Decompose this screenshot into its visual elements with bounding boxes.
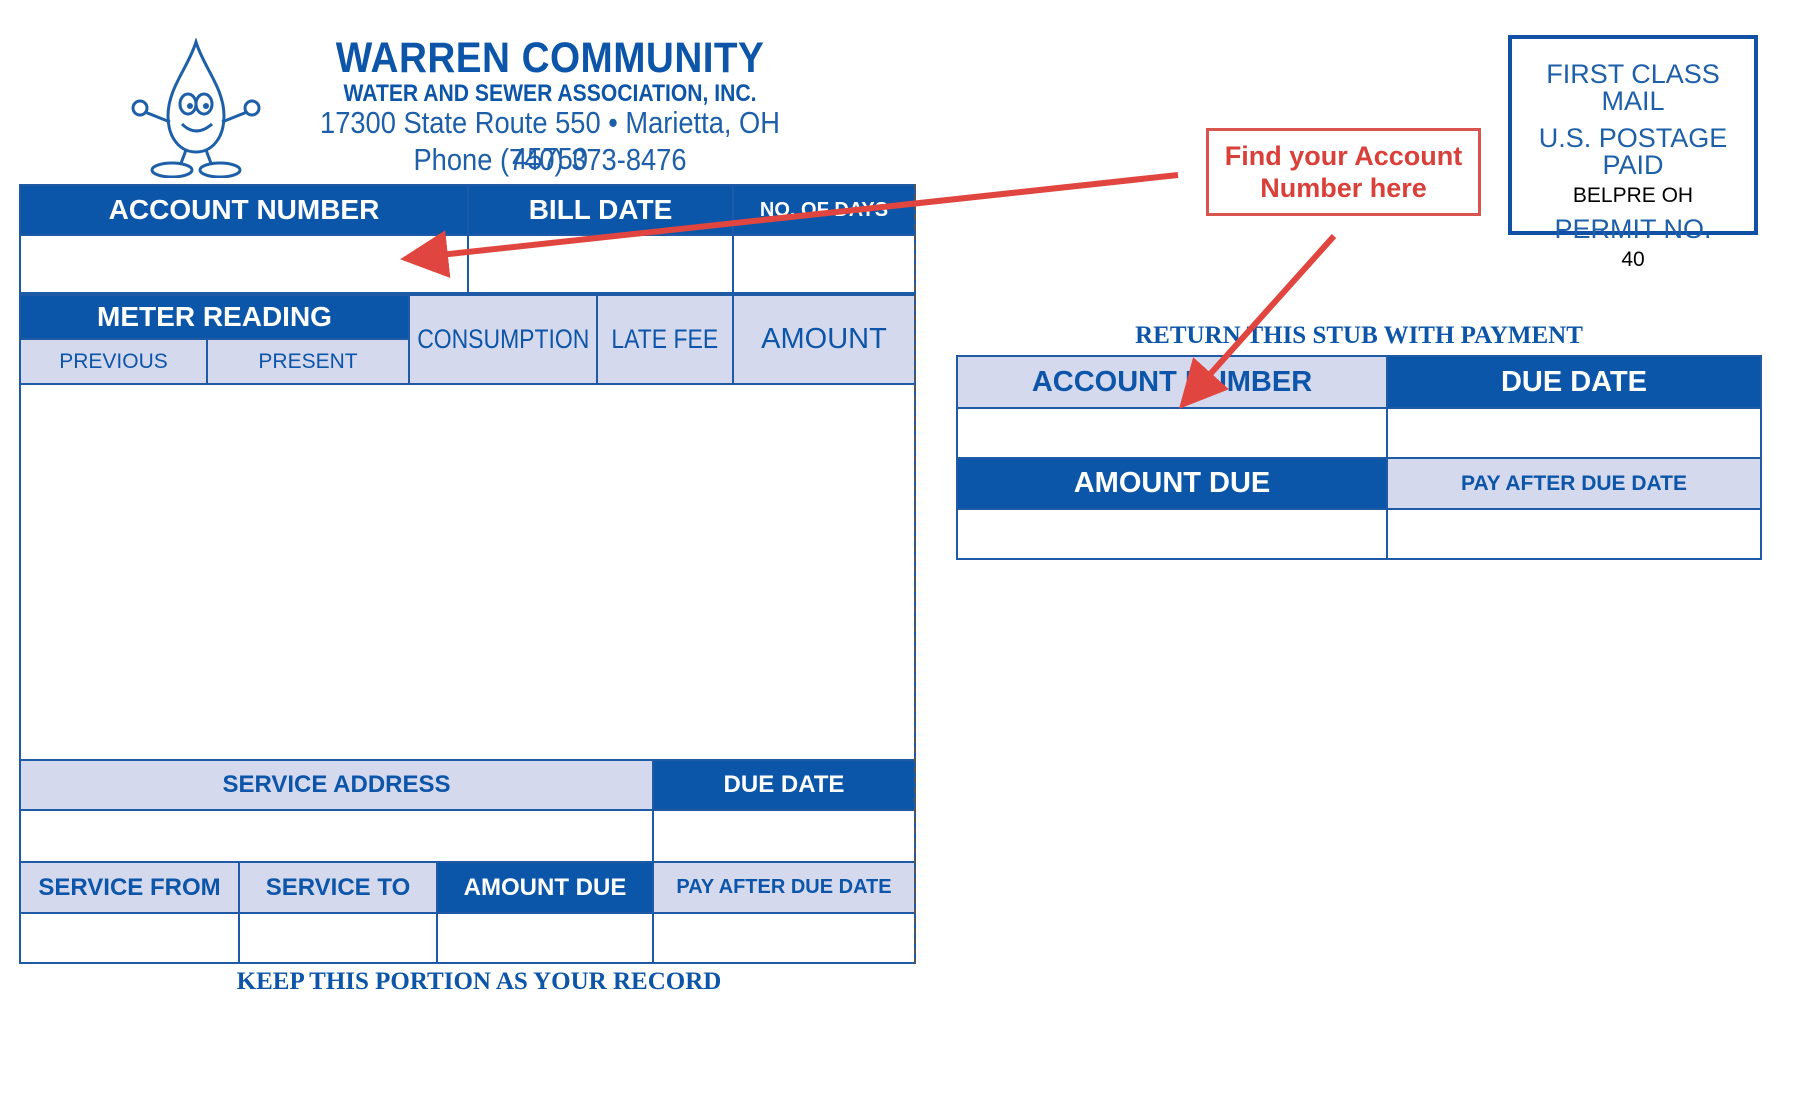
callout-line-1: Find your Account — [1224, 140, 1463, 171]
record-service-from-header: SERVICE FROM — [19, 861, 240, 914]
stub-pay-after-due-date-value — [1386, 508, 1762, 560]
water-drop-mascot-icon — [131, 38, 261, 178]
stub-due-date-header: DUE DATE — [1386, 355, 1762, 409]
record-amount-due-header: AMOUNT DUE — [436, 861, 654, 914]
record-service-to-value — [238, 912, 438, 964]
record-service-from-value — [19, 912, 240, 964]
record-present-header: PRESENT — [206, 338, 410, 385]
record-service-address-header: SERVICE ADDRESS — [19, 759, 654, 811]
stub-pay-after-due-date-header: PAY AFTER DUE DATE — [1386, 457, 1762, 510]
record-late-fee-label: LATE FEE — [611, 324, 719, 354]
postage-line-3: BELPRE OH — [1572, 184, 1694, 207]
record-late-fee-header: LATE FEE — [596, 294, 734, 385]
record-charges-area — [19, 383, 916, 761]
company-address: 17300 State Route 550 • Marietta, OH 457… — [320, 105, 780, 176]
record-consumption-header: CONSUMPTION — [408, 294, 598, 385]
record-account-number-header: ACCOUNT NUMBER — [19, 184, 469, 236]
postage-line-5: 40 — [1621, 248, 1645, 271]
record-meter-reading-header: METER READING — [19, 294, 410, 340]
postage-line-1: FIRST CLASS MAIL — [1546, 59, 1720, 116]
record-service-address-value — [19, 809, 654, 863]
record-bill-date-header: BILL DATE — [467, 184, 734, 236]
postage-line-2: U.S. POSTAGE PAID — [1538, 123, 1728, 180]
stub-account-number-value — [956, 407, 1388, 459]
postage-line-4: PERMIT NO. — [1554, 214, 1712, 244]
stub-amount-due-header: AMOUNT DUE — [956, 457, 1388, 510]
perforation-line — [914, 184, 916, 964]
account-number-callout: Find your Account Number here — [1206, 128, 1481, 216]
stub-account-number-header: ACCOUNT NUMBER — [956, 355, 1388, 409]
stub-heading: RETURN THIS STUB WITH PAYMENT — [1135, 322, 1583, 349]
record-no-of-days-value — [732, 234, 916, 294]
company-phone: Phone (740) 373-8476 — [413, 142, 687, 177]
record-due-date-value — [652, 809, 916, 863]
record-consumption-label: CONSUMPTION — [416, 324, 590, 354]
record-account-number-value — [19, 234, 469, 294]
record-previous-header: PREVIOUS — [19, 338, 208, 385]
record-pay-after-due-date-header: PAY AFTER DUE DATE — [652, 861, 916, 914]
record-bill-date-value — [467, 234, 734, 294]
callout-line-2: Number here — [1260, 173, 1427, 203]
company-title: WARREN COMMUNITY — [335, 34, 765, 82]
record-amount-header: AMOUNT — [732, 294, 916, 385]
record-no-of-days-header: NO. OF DAYS — [732, 184, 916, 236]
record-service-to-header: SERVICE TO — [238, 861, 438, 914]
company-subtitle: WATER AND SEWER ASSOCIATION, INC. — [343, 80, 757, 107]
stub-amount-due-value — [956, 508, 1388, 560]
record-footer: KEEP THIS PORTION AS YOUR RECORD — [236, 968, 722, 995]
stub-due-date-value — [1386, 407, 1762, 459]
postage-indicia: FIRST CLASS MAIL U.S. POSTAGE PAID BELPR… — [1508, 35, 1758, 270]
record-pay-after-due-date-value — [652, 912, 916, 964]
record-amount-due-value — [436, 912, 654, 964]
record-due-date-header: DUE DATE — [652, 759, 916, 811]
